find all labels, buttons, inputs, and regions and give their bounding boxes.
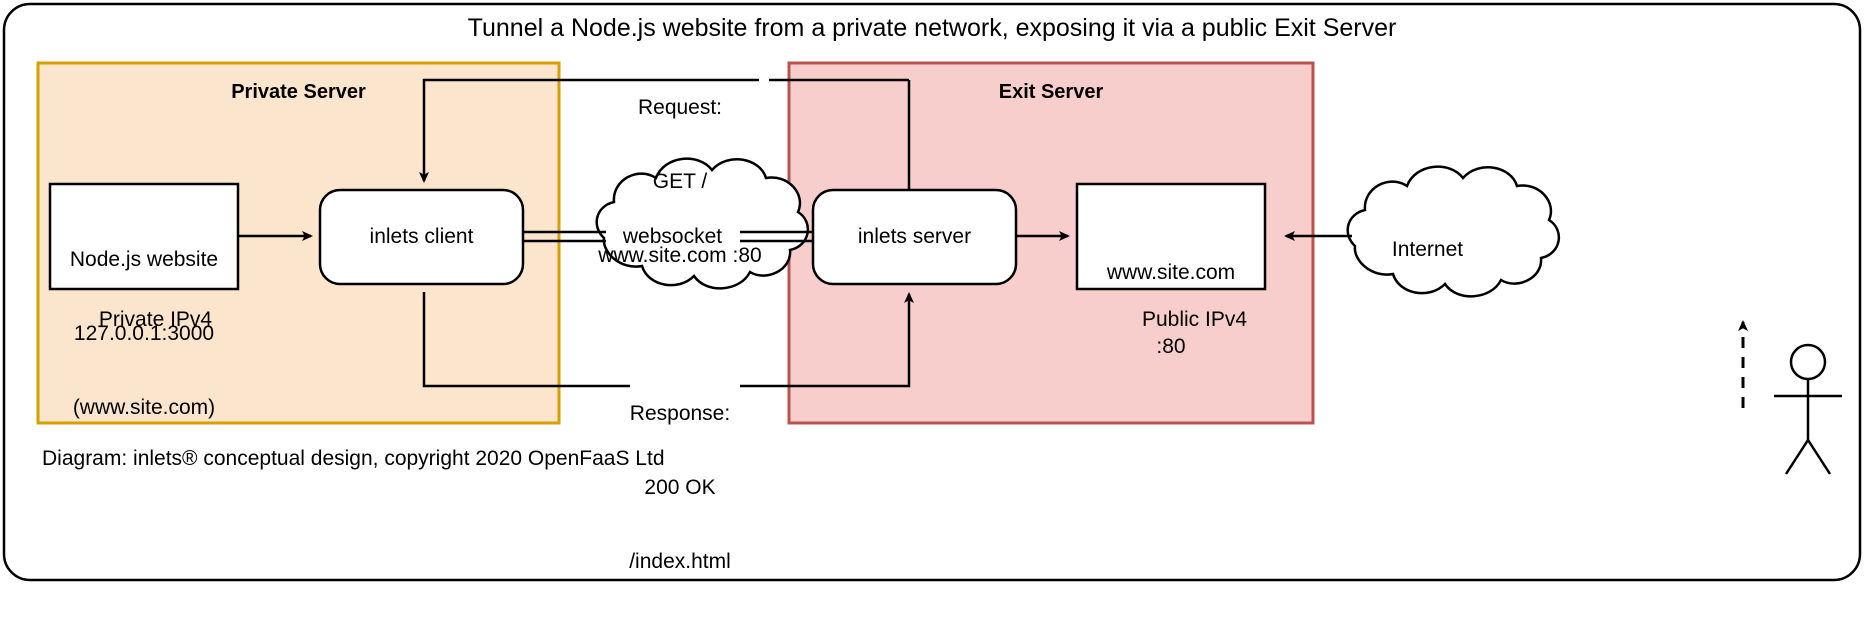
response-path-to-server [740,292,914,388]
inlets-server-box [811,188,1018,286]
diagram-graphics [2,2,1862,582]
end-user-actor [1774,343,1842,475]
response-path-from-client [422,292,630,388]
request-path-to-client [419,78,759,183]
site-endpoint-box [1075,182,1267,291]
inlets-client-box [318,188,525,286]
nodejs-website-box [48,182,240,291]
websocket-cloud-shape [595,157,810,290]
diagram-canvas: Tunnel a Node.js website from a private … [2,2,1862,582]
internet-cloud-shape [1346,165,1561,298]
